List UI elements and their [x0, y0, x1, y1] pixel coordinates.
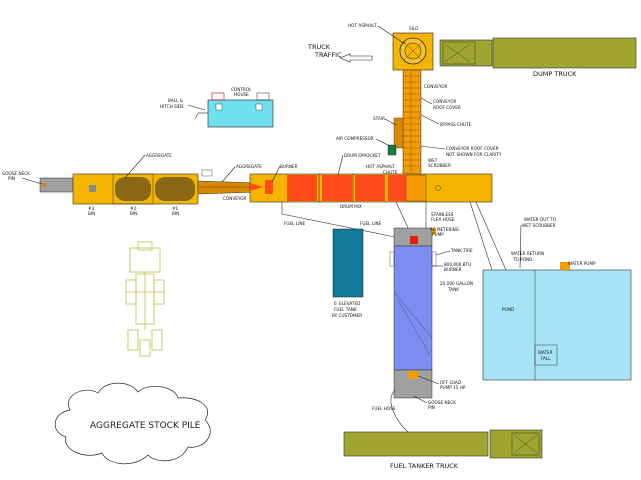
bin-1-label-1: #1 [172, 206, 179, 211]
dump-truck [439, 37, 637, 69]
wet-scrubber-label-1: WET [428, 158, 438, 163]
fuel-hose-label: FUEL HOSE [372, 406, 396, 411]
metering-pump-label-2: PUMP [432, 232, 444, 237]
control-house-label-1: CONTROL [231, 87, 252, 92]
water-fall-label-2: FALL [541, 356, 551, 361]
control-house [194, 92, 274, 128]
water-pump-label: WATER PUMP [568, 261, 596, 266]
ball-hitch-label-2: HITCH SIDE [160, 104, 184, 109]
btu-burner-label-2: BURNER [444, 267, 462, 272]
goose-neck-pin-b-label-1: GOOSE NECK [428, 400, 456, 405]
aggregate-stock-pile-label: AGGREGATE STOCK PILE [90, 421, 201, 431]
bin-3-label-2: BIN [88, 211, 95, 216]
bin-2-label-2: BIN [130, 211, 137, 216]
control-house-label-2: HOUSE [234, 92, 249, 97]
pond [482, 262, 632, 381]
btu-burner-label-1: 800,000 BTU [444, 262, 471, 267]
silo-conveyor [393, 69, 422, 176]
gallon-tank-label-2: TANK [447, 287, 459, 292]
drum-sprocket-label: DRUM SPROCKET [344, 153, 381, 158]
goose-neck-pin-b-label-2: PIN [428, 405, 435, 410]
aggregate-bins-label: AGGREGATE [146, 153, 172, 158]
truck-traffic-label-2: TRAFFIC [314, 51, 342, 59]
offload-pump-label-2: PUMP 15 HP [440, 385, 466, 390]
elevated-tank-label-1: 6' ELEVATED [334, 301, 360, 306]
stainless-flex-label-2: FLEX HOSE [431, 217, 455, 222]
water-out-label-2: WET SCRUBBER [522, 223, 556, 228]
metering-pump-label-1: AC METERING [430, 227, 459, 232]
drum-mix-label: DRUM MIX [340, 204, 362, 209]
truck-traffic-label-1: TRUCK [307, 43, 331, 51]
water-return-label-2: TO POND [512, 257, 532, 262]
conveyor-cover-note-2: NOT SHOWN FOR CLARITY [446, 152, 502, 157]
aggregate-stock-pile [54, 382, 211, 465]
aggregate-conveyor-label: AGGREGATE [236, 164, 262, 169]
fuel-line-label-1: FUEL LINE [284, 221, 305, 226]
goose-neck-pin-label-2: PIN [8, 176, 15, 181]
water-lines [469, 201, 507, 271]
conveyor-roof-label-1: CONVEYOR [433, 99, 456, 104]
stainless-flex-label-1: STAINLESS [431, 212, 454, 217]
bypass-chute-label: BYPASS CHUTE [440, 122, 472, 127]
conveyor-silo-label: CONVEYOR [424, 84, 447, 89]
silo [392, 32, 434, 71]
tractor-outline [125, 241, 165, 357]
bin-3-label-1: #3 [88, 206, 95, 211]
gooseneck-pin-left [39, 177, 74, 193]
wet-scrubber-label-2: SCRUBBER [428, 163, 451, 168]
conveyor-main-label: CONVEYOR [223, 196, 246, 201]
tank-tire-label: TANK TIRE [450, 248, 473, 253]
fuel-tanker-truck [343, 429, 543, 459]
truck-traffic-arrow [339, 53, 373, 63]
air-compressor-label: AIR COMPRESSOR [336, 136, 374, 141]
conveyor-cover-note-1: CONVEYOR ROOF COVER [446, 146, 499, 151]
pond-label: POND [502, 307, 514, 312]
burner-label: BURNER [280, 164, 298, 169]
water-out-label-1: WATER OUT TO [524, 217, 557, 222]
ball-hitch-label-1: BALL & [168, 98, 184, 103]
asphalt-tank [389, 227, 437, 399]
fuel-tanker-truck-label: FUEL TANKER TRUCK [390, 462, 459, 470]
bin-2-label-1: #2 [130, 206, 137, 211]
dump-truck-label: DUMP TRUCK [533, 70, 577, 78]
hot-asphalt-top-label: HOT ASPHALT [348, 23, 377, 28]
stair-label: STAIR [373, 116, 385, 121]
drum-mix [249, 173, 493, 203]
aggregate-bins [72, 173, 199, 205]
water-fall-label-1: WATER [538, 350, 553, 355]
silo-label: SILO [409, 26, 419, 31]
elevated-tank-label-2: FUEL TANK [334, 307, 357, 312]
hot-asphalt-chute-label-1: HOT ASPHALT [366, 164, 395, 169]
goose-neck-pin-label-1: GOOSE NECK [2, 171, 30, 176]
fuel-line-label-2: FUEL LINE [360, 221, 381, 226]
conveyor-roof-label-2: ROOF COVER [433, 105, 461, 110]
elevated-fuel-tank [332, 228, 364, 298]
water-return-label-1: WATER RETURN [511, 251, 544, 256]
hot-asphalt-chute-label-2: CHUTE [383, 170, 398, 175]
air-compressor [387, 144, 397, 156]
offload-pump-label-1: OFF LOAD [440, 380, 461, 385]
bin-1-label-2: BIN [172, 211, 179, 216]
elevated-tank-label-3: BY CUSTOMER [332, 313, 362, 318]
gallon-tank-label-1: 20,000 GALLON [440, 281, 473, 286]
